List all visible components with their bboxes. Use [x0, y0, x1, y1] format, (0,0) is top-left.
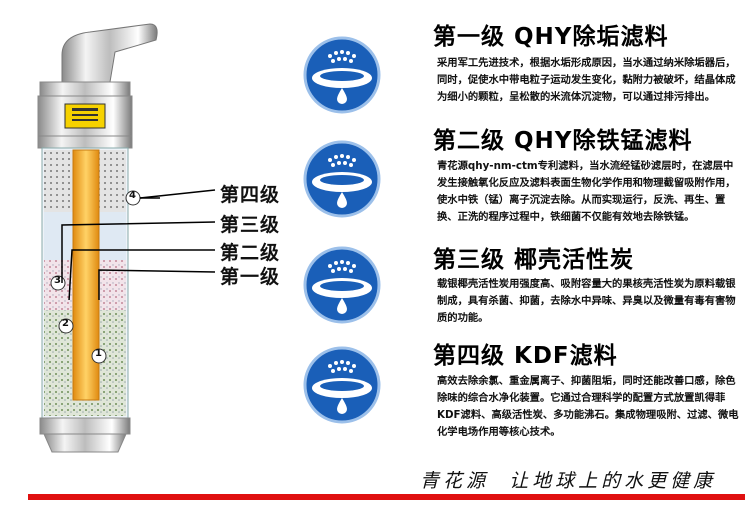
stage-label-3: 第三级 — [220, 214, 281, 236]
marker-2-number: 2 — [62, 318, 70, 329]
water-drop-icon — [303, 346, 381, 424]
stage-label-4: 第四级 — [220, 184, 281, 206]
brand-slogan: 青花源 让地球上的水更健康 — [420, 470, 717, 492]
marker-3-number: 3 — [54, 275, 62, 286]
marker-1-number: 1 — [95, 348, 103, 359]
level-1-title: 第一级 QHY除垢滤料 — [433, 24, 669, 50]
water-drop-icon — [303, 246, 381, 324]
marker-4-number: 4 — [129, 190, 137, 201]
level-4-description: 高效去除余氯、重金属离子、抑菌阻垢，同时还能改善口感，除色除味的综合水净化装置。… — [437, 375, 739, 438]
level-3-description: 载银椰壳活性炭用强度高、吸附容量大的果核壳活性炭为原料载银制成，具有杀菌、抑菌，… — [437, 278, 736, 324]
water-drop-icon — [303, 36, 381, 114]
level-2-title: 第二级 QHY除铁锰滤料 — [433, 128, 693, 154]
leader-lines — [61, 189, 216, 300]
red-divider-bar — [28, 494, 745, 500]
stage-label-1: 第一级 — [220, 266, 281, 288]
marker-1 — [91, 348, 107, 364]
level-1-description: 采用军工先进技术，根据水垢形成原因，当水通过纳米除垢器后，同时，促使水中带电粒子… — [437, 57, 736, 103]
level-4-title: 第四级 KDF滤料 — [433, 343, 618, 369]
filter-cutaway-illustration — [37, 23, 160, 453]
stage-label-2: 第二级 — [220, 242, 281, 264]
level-3-title: 第三级 椰壳活性炭 — [433, 247, 635, 273]
marker-2 — [58, 318, 74, 334]
water-drop-icon — [303, 140, 381, 218]
level-2-description: 青花源qhy-nm-ctm专利滤料，当水流经锰砂滤层时，在滤层中发生接触氧化反应… — [437, 160, 736, 223]
